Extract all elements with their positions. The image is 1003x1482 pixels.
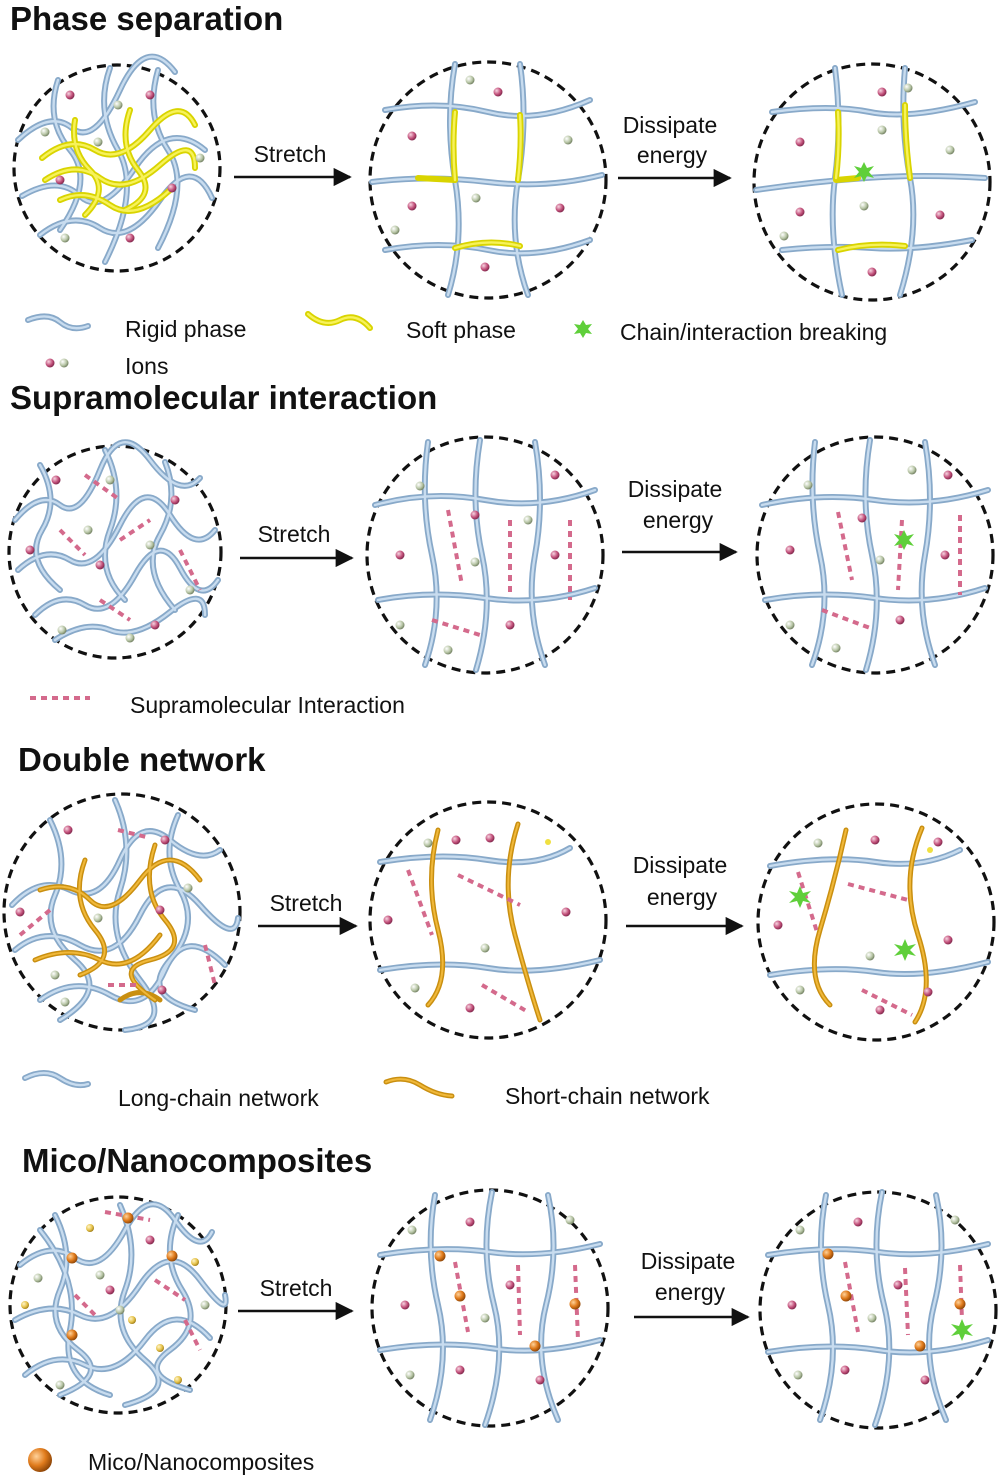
ions-icon (45, 358, 69, 368)
circle-dissipated (756, 802, 996, 1042)
stretch-label: Stretch (258, 521, 331, 547)
section-title: Supramolecular interaction (10, 379, 437, 416)
dissipate-label-line1: Dissipate (623, 112, 718, 138)
section-phase-separation: Phase separation (10, 0, 992, 379)
break-star (951, 1319, 973, 1341)
nanoparticle-icon (28, 1448, 52, 1472)
break-star (894, 939, 916, 961)
legend-supramolecular: Supramolecular Interaction (30, 692, 405, 718)
long-chain-icon (22, 1070, 91, 1089)
legend-double-network: Long-chain network Short-chain network (22, 1070, 710, 1111)
break-star (854, 162, 874, 182)
short-chain-icon (383, 1076, 455, 1099)
legend-label: Supramolecular Interaction (130, 692, 405, 718)
circle-initial (2, 792, 242, 1033)
legend-nanocomposites: Mico/Nanocomposites (28, 1448, 314, 1475)
dissipate-label-line2: energy (643, 507, 714, 533)
dissipate-label-line2: energy (637, 142, 708, 168)
circle-stretched (370, 1188, 610, 1428)
legend-label: Rigid phase (125, 316, 246, 342)
stretch-label: Stretch (270, 890, 343, 916)
legend-phase-separation: Rigid phase Soft phase Chain/interaction… (25, 311, 887, 379)
section-supramolecular: Supramolecular interaction (7, 379, 995, 718)
dissipate-label-line2: energy (655, 1279, 726, 1305)
dissipate-label-line1: Dissipate (633, 852, 728, 878)
section-title: Phase separation (10, 0, 283, 37)
section-nanocomposites: Mico/Nanocomposites (8, 1142, 998, 1475)
break-star (789, 886, 811, 908)
legend-label: Long-chain network (118, 1085, 319, 1111)
circle-initial (7, 439, 223, 660)
dissipate-label-line1: Dissipate (628, 476, 723, 502)
circle-dissipated (752, 62, 992, 302)
dissipate-label-line1: Dissipate (641, 1248, 736, 1274)
section-title: Double network (18, 741, 266, 778)
legend-label: Mico/Nanocomposites (88, 1449, 314, 1475)
circle-initial (12, 53, 222, 273)
ions (40, 90, 205, 243)
legend-label: Chain/interaction breaking (620, 319, 887, 345)
legend-label: Ions (125, 353, 168, 379)
break-star (894, 530, 914, 550)
circle-stretched (368, 60, 608, 300)
stretch-label: Stretch (254, 141, 327, 167)
soft-chain-icon (305, 311, 373, 331)
section-title: Mico/Nanocomposites (22, 1142, 372, 1179)
circle-initial (8, 1195, 229, 1415)
stretch-label: Stretch (260, 1275, 333, 1301)
rigid-chain-icon (25, 313, 91, 332)
section-double-network: Double network (2, 741, 996, 1111)
circle-stretched (365, 435, 605, 675)
dissipate-label-line2: energy (647, 884, 718, 910)
legend-label: Short-chain network (505, 1083, 710, 1109)
circle-dissipated (755, 435, 995, 675)
circle-stretched (368, 800, 608, 1040)
break-star-icon (574, 320, 592, 338)
legend-label: Soft phase (406, 317, 516, 343)
circle-dissipated (758, 1189, 998, 1430)
